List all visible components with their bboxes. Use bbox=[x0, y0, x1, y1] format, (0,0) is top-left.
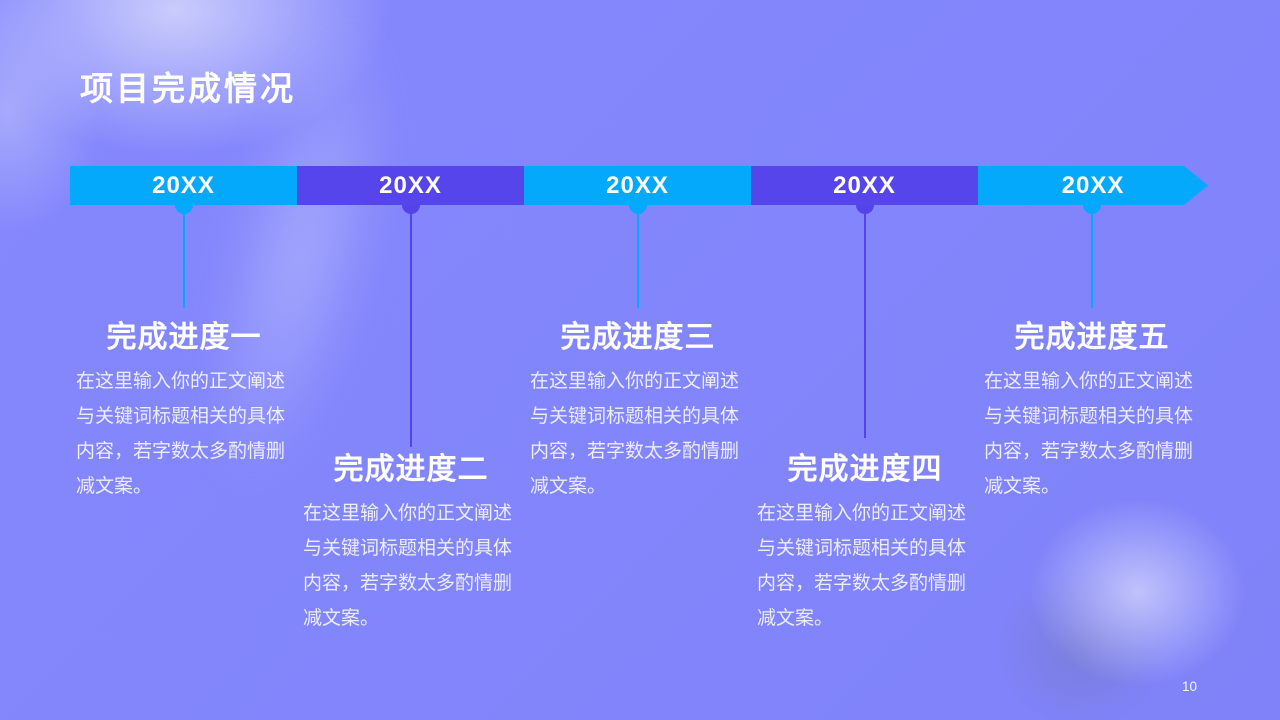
milestone-body-line: 内容，若字数太多酌情删 bbox=[757, 573, 967, 594]
timeline-segment-1: 20XX bbox=[70, 166, 297, 205]
milestone-heading: 完成进度五 bbox=[1014, 321, 1170, 354]
milestone-body-line: 在这里输入你的正文阐述 bbox=[530, 371, 740, 392]
timeline-segment-4: 20XX bbox=[751, 166, 978, 205]
connector-line-2 bbox=[410, 205, 412, 447]
milestone-body-line: 减文案。 bbox=[303, 608, 380, 629]
connector-line-4 bbox=[864, 205, 866, 438]
connector-line-3 bbox=[637, 205, 639, 308]
connector-line-5 bbox=[1091, 205, 1093, 308]
milestone-body-line: 与关键词标题相关的具体 bbox=[757, 538, 967, 559]
milestone-block-1: 完成进度一 在这里输入你的正文阐述 与关键词标题相关的具体 内容，若字数太多酌情… bbox=[76, 318, 292, 504]
milestone-heading: 完成进度二 bbox=[333, 453, 489, 486]
milestone-block-4: 完成进度四 在这里输入你的正文阐述 与关键词标题相关的具体 内容，若字数太多酌情… bbox=[757, 450, 973, 636]
milestone-heading: 完成进度三 bbox=[560, 321, 716, 354]
milestone-body-line: 减文案。 bbox=[757, 608, 834, 629]
milestone-body-line: 在这里输入你的正文阐述 bbox=[757, 503, 967, 524]
timeline-year-label: 20XX bbox=[833, 172, 896, 199]
timeline-year-label: 20XX bbox=[606, 172, 669, 199]
milestone-body-line: 与关键词标题相关的具体 bbox=[303, 538, 513, 559]
timeline-year-label: 20XX bbox=[379, 172, 442, 199]
timeline-year-label: 20XX bbox=[152, 172, 215, 199]
milestone-block-5: 完成进度五 在这里输入你的正文阐述 与关键词标题相关的具体 内容，若字数太多酌情… bbox=[984, 318, 1200, 504]
timeline-segment-3: 20XX bbox=[524, 166, 751, 205]
milestone-body-line: 减文案。 bbox=[984, 476, 1061, 497]
timeline-segment-2: 20XX bbox=[297, 166, 524, 205]
connector-line-1 bbox=[183, 205, 185, 308]
milestone-block-3: 完成进度三 在这里输入你的正文阐述 与关键词标题相关的具体 内容，若字数太多酌情… bbox=[530, 318, 746, 504]
milestone-body-line: 在这里输入你的正文阐述 bbox=[76, 371, 286, 392]
milestone-body-line: 在这里输入你的正文阐述 bbox=[984, 371, 1194, 392]
milestone-body-line: 与关键词标题相关的具体 bbox=[984, 406, 1194, 427]
milestone-heading: 完成进度四 bbox=[787, 453, 943, 486]
page-number: 10 bbox=[1182, 679, 1198, 694]
milestone-body-line: 减文案。 bbox=[76, 476, 153, 497]
milestone-body-line: 在这里输入你的正文阐述 bbox=[303, 503, 513, 524]
milestone-body-line: 与关键词标题相关的具体 bbox=[530, 406, 740, 427]
page-title: 项目完成情况 bbox=[80, 70, 296, 107]
milestone-body-line: 内容，若字数太多酌情删 bbox=[984, 441, 1194, 462]
milestone-body-line: 与关键词标题相关的具体 bbox=[76, 406, 286, 427]
milestone-body-line: 内容，若字数太多酌情删 bbox=[530, 441, 740, 462]
milestone-heading: 完成进度一 bbox=[106, 321, 262, 354]
milestone-body-line: 减文案。 bbox=[530, 476, 607, 497]
timeline-year-label: 20XX bbox=[1061, 172, 1125, 199]
milestone-block-2: 完成进度二 在这里输入你的正文阐述 与关键词标题相关的具体 内容，若字数太多酌情… bbox=[303, 450, 519, 636]
milestone-body-line: 内容，若字数太多酌情删 bbox=[303, 573, 513, 594]
timeline-segment-5-arrow: 20XX bbox=[978, 166, 1208, 205]
milestone-body-line: 内容，若字数太多酌情删 bbox=[76, 441, 286, 462]
